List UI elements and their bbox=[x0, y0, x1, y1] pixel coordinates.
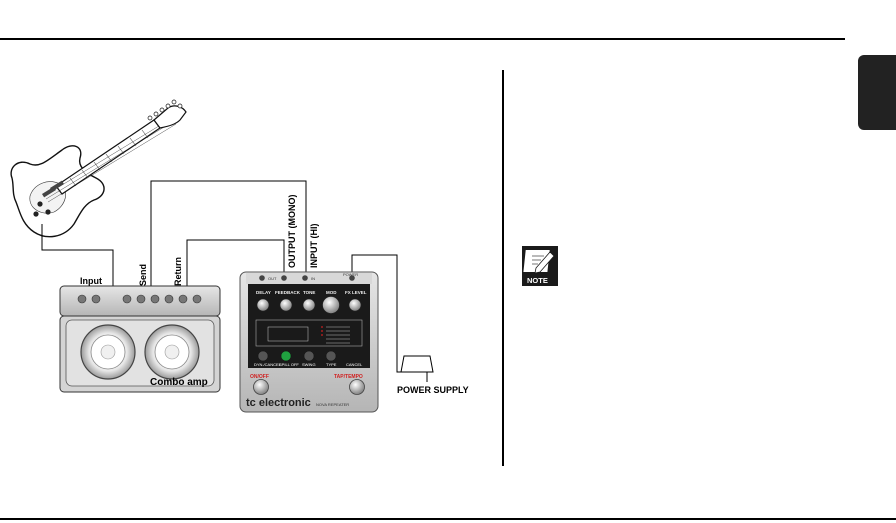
jack-label-in: IN bbox=[311, 276, 315, 281]
nova-repeater-pedal: OUT IN POWER DELAY FEEDBACK TONE MOD FX … bbox=[239, 271, 379, 413]
amp-jacks bbox=[77, 294, 202, 304]
cable-send-to-pedal-input bbox=[150, 180, 307, 292]
cable-guitar-to-input bbox=[41, 224, 114, 292]
delay-knob-icon bbox=[256, 298, 270, 312]
footswitch-label-on-off: ON/OFF bbox=[250, 374, 269, 380]
power-supply-icon bbox=[400, 355, 434, 373]
label-input-hi: INPUT (HI) bbox=[309, 224, 319, 269]
footswitch-icon bbox=[349, 379, 365, 395]
note-icon: NOTE bbox=[522, 246, 558, 286]
fx-level-knob-icon bbox=[348, 298, 362, 312]
pedal-brand: tc electronic bbox=[246, 397, 311, 409]
column-divider bbox=[502, 70, 504, 466]
bottom-rule bbox=[0, 518, 896, 520]
jack-label-out: OUT bbox=[268, 276, 277, 281]
label-input: Input bbox=[80, 276, 102, 286]
button-label-2: SPILL OFF bbox=[279, 362, 299, 367]
button-label-4: TYPE bbox=[326, 362, 337, 367]
cable-pedal-output-to-return bbox=[186, 239, 285, 292]
label-send: Send bbox=[138, 264, 148, 286]
footswitch-icon bbox=[253, 379, 269, 395]
knob-label-feedback: FEEDBACK bbox=[275, 290, 301, 295]
label-power-supply: POWER SUPPLY bbox=[397, 385, 469, 395]
label-return: Return bbox=[173, 257, 183, 286]
top-rule bbox=[0, 38, 845, 40]
knob-label-fx-level: FX LEVEL bbox=[345, 290, 367, 295]
jack-label-power: POWER bbox=[343, 272, 358, 277]
label-combo-amp: Combo amp bbox=[150, 377, 208, 388]
label-output-mono: OUTPUT (MONO) bbox=[287, 195, 297, 269]
speaker-icon bbox=[80, 324, 136, 380]
combo-amp bbox=[59, 285, 221, 393]
feedback-knob-icon bbox=[279, 298, 293, 312]
tone-knob-icon bbox=[302, 298, 316, 312]
guitar-icon bbox=[10, 99, 187, 238]
section-tab bbox=[858, 55, 896, 130]
speaker-icon bbox=[144, 324, 200, 380]
mod-knob-icon bbox=[322, 296, 340, 314]
button-label-1: DYN./CANCEL bbox=[254, 362, 282, 367]
button-label-5: CANCEL bbox=[346, 362, 363, 367]
knob-label-delay: DELAY bbox=[256, 290, 271, 295]
footswitch-label-tap-tempo: TAP/TEMPO bbox=[334, 374, 363, 380]
button-label-3: SWING bbox=[302, 362, 316, 367]
note-label: NOTE bbox=[527, 276, 548, 285]
knob-label-tone: TONE bbox=[303, 290, 315, 295]
pedal-model: NOVA REPEATER bbox=[316, 402, 349, 407]
knob-label-mod: MOD bbox=[326, 290, 337, 295]
